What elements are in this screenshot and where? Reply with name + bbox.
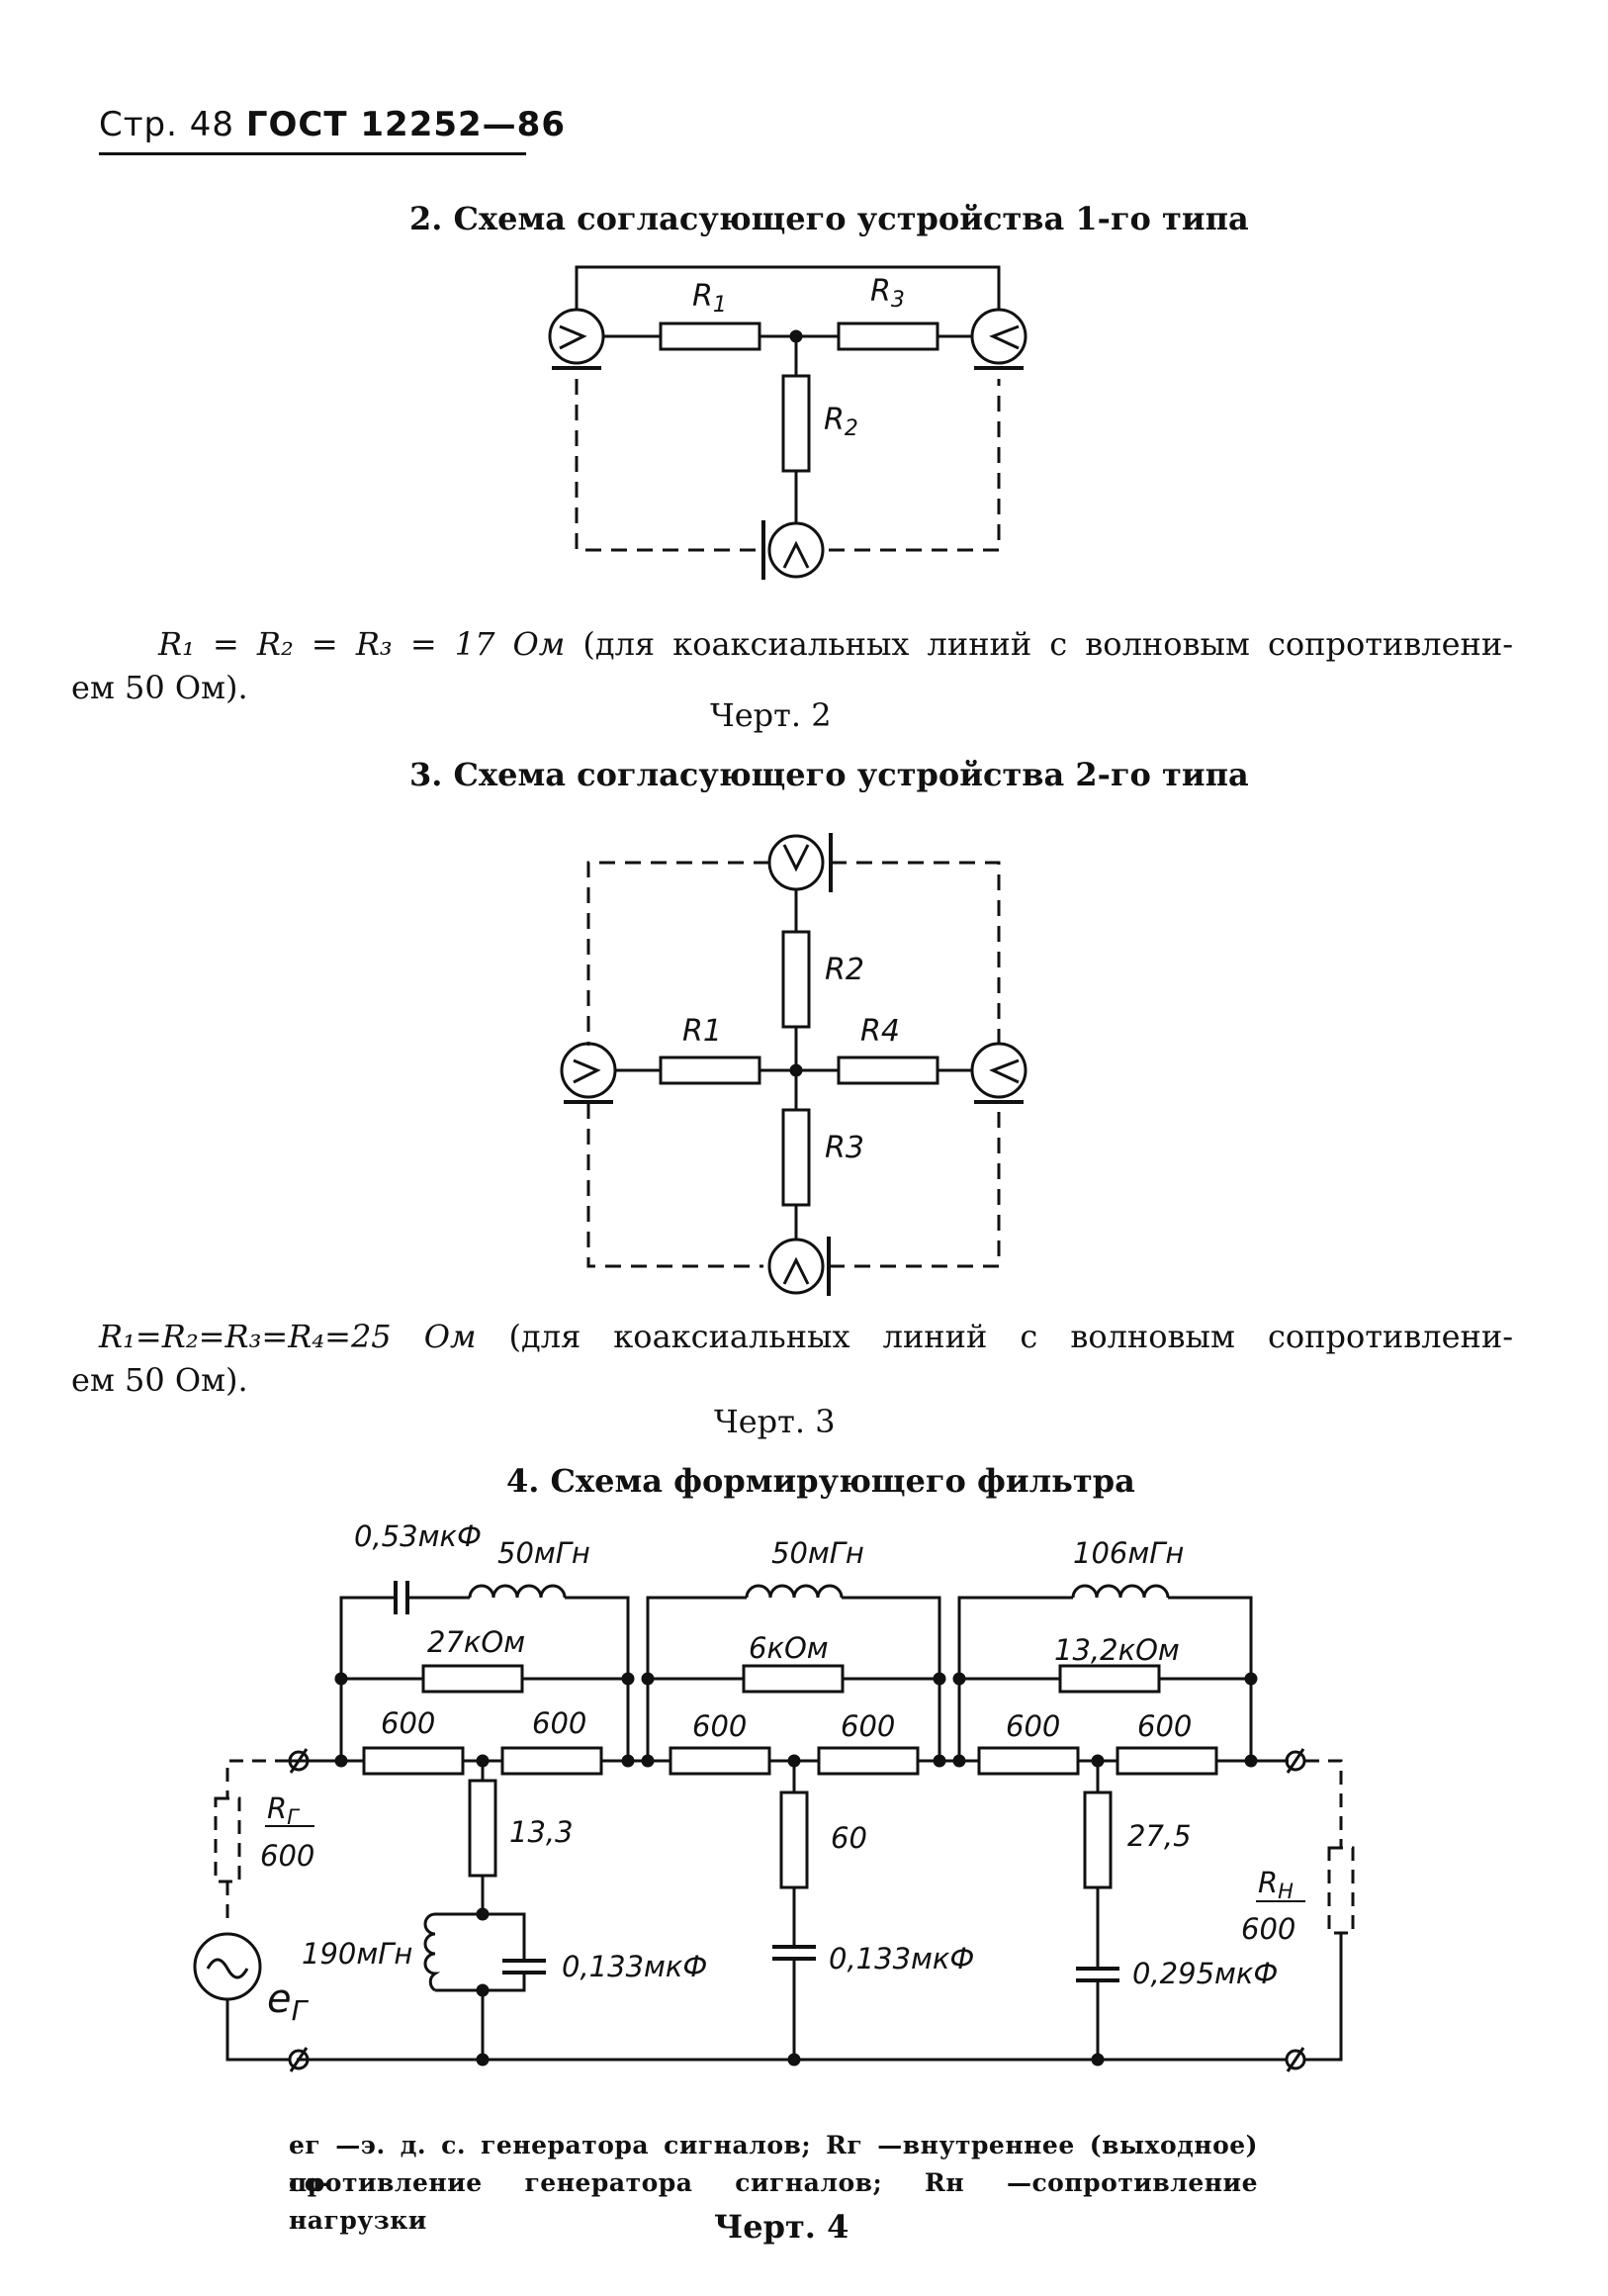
section2-text: (для коаксиальных линий с волновым сопро… xyxy=(582,625,1514,663)
section4-caption: Черт. 4 xyxy=(714,2208,849,2246)
label-r1-type1: R1 xyxy=(692,279,727,318)
section3-heading: 3. Схема согласующего устройства 2-го ти… xyxy=(409,756,1249,793)
resistor-bridge-3 xyxy=(1058,1664,1161,1694)
label-rh-value: 600 xyxy=(1241,1912,1295,1946)
inductor-bridge-1 xyxy=(468,1584,567,1599)
resistor-series-1 xyxy=(362,1746,465,1776)
label-s3: 600 xyxy=(692,1709,747,1743)
resistor-r1-type2 xyxy=(659,1056,761,1085)
label-s1: 600 xyxy=(381,1706,435,1740)
label-r3-type2: R3 xyxy=(825,1131,864,1165)
label-s2: 600 xyxy=(532,1706,586,1740)
label-lsh: 190мГн xyxy=(302,1937,412,1971)
label-rb3: 13,2кОм xyxy=(1054,1633,1180,1667)
resistor-bridge-1 xyxy=(421,1664,524,1694)
section3-caption: Черт. 3 xyxy=(714,1403,836,1440)
inductor-bridge-3 xyxy=(1071,1584,1170,1599)
resistor-shunt-3 xyxy=(1083,1791,1113,1889)
resistor-series-4 xyxy=(817,1746,920,1776)
section3-paragraph: R₁=R₂=R₃=R₄=25 Ом (для коаксиальных лини… xyxy=(99,1316,1513,1357)
resistor-r2-type1 xyxy=(781,374,811,473)
resistor-r2-type2 xyxy=(781,930,811,1029)
section3-text-cont: ем 50 Ом). xyxy=(71,1361,248,1399)
resistor-r1-type1 xyxy=(659,321,761,351)
label-s5: 600 xyxy=(1006,1709,1060,1743)
label-sh3: 27,5 xyxy=(1127,1819,1192,1853)
diagram-filter-labels: 0,53мкФ 50мГн 50мГн 106мГн 27кОм 6кОм 13… xyxy=(260,1519,1305,2027)
label-r2-type1: R2 xyxy=(824,403,858,441)
section2-paragraph: R₁ = R₂ = R₃ = 17 Ом (для коаксиальных л… xyxy=(158,623,1513,665)
resistor-rg xyxy=(214,1796,241,1883)
label-r3-type1: R3 xyxy=(870,274,905,313)
resistor-r3-type2 xyxy=(781,1108,811,1207)
connector-bottom-1 xyxy=(767,521,825,579)
section2-heading: 2. Схема согласующего устройства 1-го ти… xyxy=(409,200,1249,237)
label-csh1: 0,133мкФ xyxy=(562,1950,707,1983)
section4-note-line1: eг —э. д. с. генератора сигналов; Rг —вн… xyxy=(289,2131,1258,2197)
diagram-type2-labels: R2 R1 R4 R3 xyxy=(682,953,900,1165)
label-r2-type2: R2 xyxy=(825,953,864,987)
label-sh1: 13,3 xyxy=(509,1815,574,1849)
connector-left-1 xyxy=(548,308,605,365)
label-l3: 106мГн xyxy=(1073,1536,1184,1570)
resistor-rh xyxy=(1327,1846,1355,1935)
label-l1: 50мГн xyxy=(497,1536,590,1570)
label-csh3: 0,295мкФ xyxy=(1132,1957,1278,1990)
resistor-r3-type1 xyxy=(837,321,939,351)
section2-formula: R₁ = R₂ = R₃ = 17 Ом xyxy=(158,625,566,663)
label-rb1: 27кОм xyxy=(427,1625,525,1659)
resistor-series-6 xyxy=(1116,1746,1218,1776)
section4-heading: 4. Схема формирующего фильтра xyxy=(506,1462,1135,1500)
inductor-bridge-2 xyxy=(745,1584,844,1599)
label-rg-value: 600 xyxy=(260,1839,314,1873)
label-r4-type2: R4 xyxy=(860,1014,900,1049)
label-csh2: 0,133мкФ xyxy=(829,1942,974,1975)
diagram-type2 xyxy=(560,833,1027,1296)
label-eg: eГ xyxy=(267,1976,310,2027)
label-r1-type2: R1 xyxy=(682,1014,722,1049)
section4-note-line2: противление генератора сигналов; Rн —соп… xyxy=(289,2168,1258,2235)
section3-text: (для коаксиальных линий с волновым сопро… xyxy=(508,1318,1514,1355)
inductor-shunt-1 xyxy=(423,1912,441,1992)
section3-formula: R₁=R₂=R₃=R₄=25 Ом xyxy=(99,1318,477,1355)
diagram-type1-labels: R1 R3 R2 xyxy=(692,274,905,441)
label-sh2: 60 xyxy=(831,1821,867,1855)
diagram-type1 xyxy=(548,265,1027,580)
resistor-series-5 xyxy=(977,1746,1080,1776)
label-rh-name: RН xyxy=(1258,1866,1294,1903)
resistor-shunt-2 xyxy=(779,1791,809,1889)
label-rb2: 6кОм xyxy=(749,1631,829,1665)
page-header: Стр. 48 ГОСТ 12252—86 xyxy=(99,105,566,144)
resistor-bridge-2 xyxy=(742,1664,845,1694)
diagram-filter xyxy=(193,1581,1355,2072)
label-c1: 0,53мкФ xyxy=(354,1519,482,1553)
standard-code: ГОСТ 12252—86 xyxy=(245,105,566,144)
header-rule xyxy=(99,152,526,155)
label-l2: 50мГн xyxy=(771,1536,864,1570)
label-s4: 600 xyxy=(841,1709,895,1743)
section2-text-cont: ем 50 Ом). xyxy=(71,669,248,706)
resistor-shunt-1 xyxy=(468,1779,497,1878)
label-s6: 600 xyxy=(1137,1709,1192,1743)
resistor-r4-type2 xyxy=(837,1056,939,1085)
label-rg-name: RГ xyxy=(267,1791,301,1829)
resistor-series-2 xyxy=(500,1746,603,1776)
section2-caption: Черт. 2 xyxy=(710,696,832,734)
resistor-series-3 xyxy=(669,1746,771,1776)
page-number: Стр. 48 xyxy=(99,105,235,144)
connector-right-1 xyxy=(970,308,1027,365)
